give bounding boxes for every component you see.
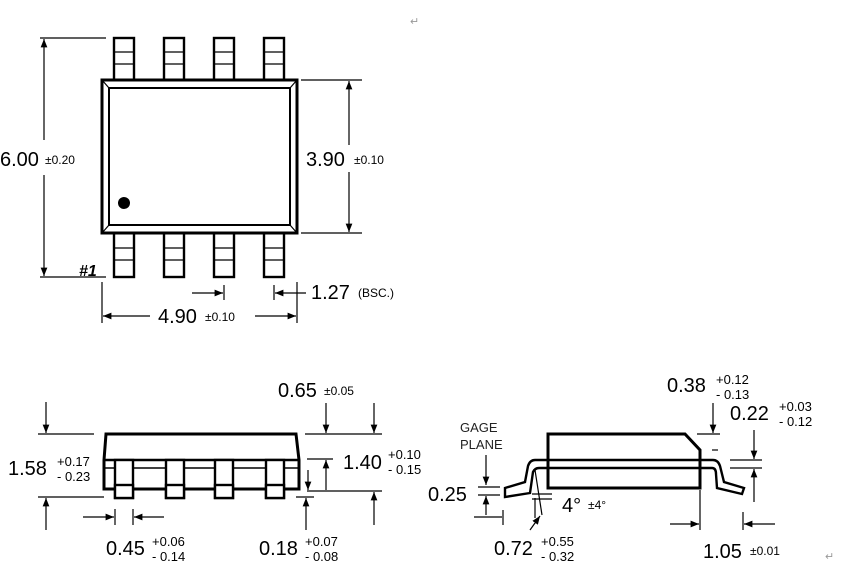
dim-length-value: 6.00	[0, 149, 39, 171]
top-pins	[112, 36, 286, 82]
dim-standoff-value: 0.18	[259, 538, 298, 560]
pin1-dot-icon	[118, 197, 130, 209]
dim-foot-length-plus: +0.55	[541, 534, 574, 549]
pin	[212, 36, 236, 82]
return-mark: ↵	[825, 551, 834, 563]
pin	[262, 36, 286, 82]
dim-body-length-tol: ±0.10	[205, 310, 235, 324]
gull-wing-lead	[503, 458, 746, 499]
dim-lead-thickness-minus: - 0.12	[779, 414, 812, 429]
dim-lead-width-value: 0.45	[106, 538, 145, 560]
dim-pitch-note: (BSC.)	[358, 286, 394, 300]
end-view: GAGE PLANE 0.25 4° ±4° 0.72 +0.55 - 0.32…	[428, 372, 812, 564]
dim-lead-span-tol: ±0.01	[750, 544, 780, 558]
dim-standoff-minus: - 0.08	[305, 549, 338, 564]
dim-height-minus: - 0.23	[57, 469, 90, 484]
gage-plane-label-1: GAGE	[460, 420, 498, 435]
dim-gage-value: 0.25	[428, 484, 467, 506]
pin	[162, 36, 186, 82]
side-view: 1.58 +0.17 - 0.23 0.45 +0.06 - 0.14 0.65…	[8, 380, 421, 564]
dim-chamfer-minus: - 0.13	[716, 387, 749, 402]
dim-0.65-value: 0.65	[278, 380, 317, 402]
dim-body-length-value: 4.90	[158, 306, 197, 328]
pin	[112, 36, 136, 82]
dim-chamfer-plus: +0.12	[716, 372, 749, 387]
dim-standoff-plus: +0.07	[305, 534, 338, 549]
dim-height-plus: +0.17	[57, 454, 90, 469]
dim-body-width-value: 3.90	[306, 149, 345, 171]
dim-lead-width-plus: +0.06	[152, 534, 185, 549]
side-leads	[113, 458, 286, 500]
pin1-label: #1	[79, 263, 97, 280]
dim-0.65-tol: ±0.05	[324, 384, 354, 398]
top-view: #1 6.00 ±0.20 3.90 ±0.10 4.90 ±0.10 1.27…	[0, 36, 394, 328]
pin	[162, 231, 186, 279]
dim-lead-width-minus: - 0.14	[152, 549, 185, 564]
dim-height-value: 1.58	[8, 458, 47, 480]
dim-lead-thickness-plus: +0.03	[779, 399, 812, 414]
dim-body-height-minus: - 0.15	[388, 462, 421, 477]
dim-body-width-tol: ±0.10	[354, 153, 384, 167]
dim-length-tol: ±0.20	[45, 153, 75, 167]
pin	[112, 231, 136, 279]
bottom-pins	[112, 231, 286, 279]
return-mark: ↵	[410, 16, 419, 28]
dim-angle-tol: ±4°	[588, 498, 606, 512]
dim-angle-value: 4°	[562, 495, 581, 517]
dim-foot-length-minus: - 0.32	[541, 549, 574, 564]
package-top-surface	[108, 87, 291, 226]
pin	[262, 231, 286, 279]
dim-pitch-value: 1.27	[311, 282, 350, 304]
gage-plane-label-2: PLANE	[460, 437, 503, 452]
dim-lead-span-value: 1.05	[703, 541, 742, 563]
dim-lead-thickness-value: 0.22	[730, 403, 769, 425]
dim-foot-length-value: 0.72	[494, 538, 533, 560]
dim-chamfer-value: 0.38	[667, 375, 706, 397]
dim-body-height-plus: +0.10	[388, 447, 421, 462]
pin	[212, 231, 236, 279]
dim-body-height-value: 1.40	[343, 452, 382, 474]
